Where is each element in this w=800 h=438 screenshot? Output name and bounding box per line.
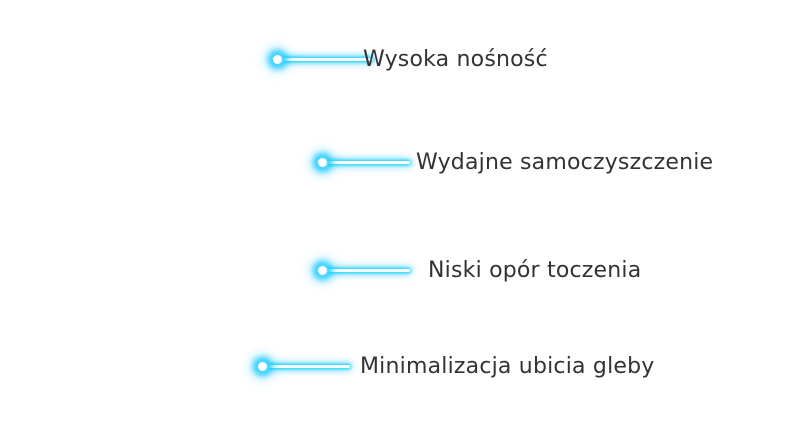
- callout-soil-compaction: Minimalizacja ubicia gleby: [256, 355, 696, 379]
- callout-line: [328, 161, 410, 164]
- callout-dot-icon: [271, 53, 284, 66]
- callout-dot-icon: [256, 360, 269, 373]
- callout-line: [328, 269, 410, 272]
- callout-label: Wydajne samoczyszczenie: [416, 150, 714, 175]
- callout-label: Wysoka nośność: [363, 47, 548, 72]
- callout-dot-icon: [316, 156, 329, 169]
- callout-self-cleaning: Wydajne samoczyszczenie: [316, 151, 756, 175]
- callout-line: [268, 365, 350, 368]
- callout-label: Minimalizacja ubicia gleby: [360, 354, 655, 379]
- callout-low-rolling-resistance: Niski opór toczenia: [316, 259, 676, 283]
- callout-dot-icon: [316, 264, 329, 277]
- callout-label: Niski opór toczenia: [428, 258, 642, 283]
- callout-line: [283, 58, 373, 61]
- callout-high-load-capacity: Wysoka nośność: [271, 48, 581, 72]
